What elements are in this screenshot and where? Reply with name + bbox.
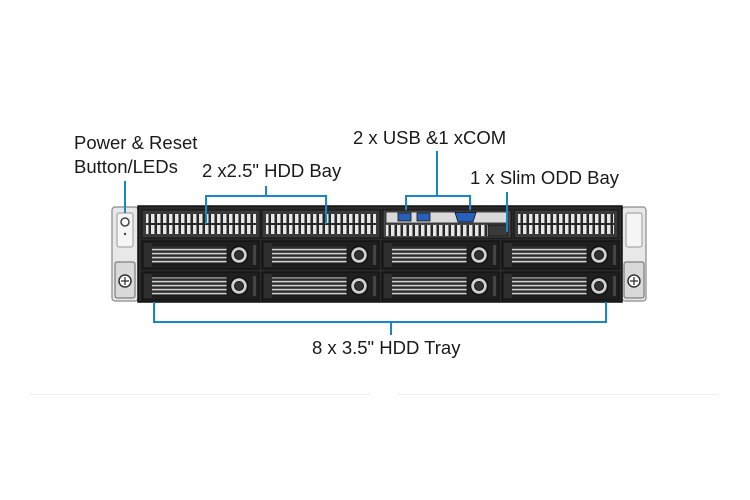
com-port-icon[interactable] bbox=[454, 212, 477, 223]
hdd-tray-6[interactable] bbox=[261, 271, 380, 301]
callout-hdd-35 bbox=[153, 302, 607, 323]
hdd-tray-2[interactable] bbox=[261, 240, 380, 270]
floor-shadow-right bbox=[398, 394, 718, 395]
hdd-tray-35-label: 8 x 3.5" HDD Tray bbox=[312, 337, 461, 358]
hdd-tray-3[interactable] bbox=[381, 240, 500, 270]
hdd-tray-group bbox=[141, 240, 620, 301]
usb-port-1-icon[interactable] bbox=[397, 212, 412, 222]
led-icon bbox=[123, 232, 127, 236]
hdd-tray-5[interactable] bbox=[141, 271, 260, 301]
hdd-tray-8[interactable] bbox=[501, 271, 620, 301]
power-reset-label-line1: Power & Reset bbox=[74, 132, 198, 153]
callout-lines bbox=[124, 151, 607, 335]
slim-odd-label: 1 x Slim ODD Bay bbox=[470, 167, 620, 188]
power-button-icon[interactable] bbox=[120, 217, 130, 227]
top-right-vent bbox=[513, 209, 619, 239]
io-panel bbox=[382, 209, 512, 239]
hdd-tray-4[interactable] bbox=[501, 240, 620, 270]
left-rack-ear bbox=[111, 206, 139, 302]
hdd-tray-1[interactable] bbox=[141, 240, 260, 270]
hdd-bay-25-label: 2 x2.5" HDD Bay bbox=[202, 160, 342, 181]
hdd-25-bay-1 bbox=[141, 209, 261, 239]
usb-com-label: 2 x USB &1 xCOM bbox=[353, 127, 507, 148]
right-rack-ear bbox=[621, 206, 647, 302]
hdd-25-bay-2 bbox=[261, 209, 381, 239]
slim-odd-bay bbox=[386, 225, 508, 236]
floor-shadow-left bbox=[30, 394, 370, 395]
hdd-tray-7[interactable] bbox=[381, 271, 500, 301]
power-reset-label-line2: Button/LEDs bbox=[74, 156, 178, 177]
usb-port-2-icon[interactable] bbox=[416, 212, 431, 222]
